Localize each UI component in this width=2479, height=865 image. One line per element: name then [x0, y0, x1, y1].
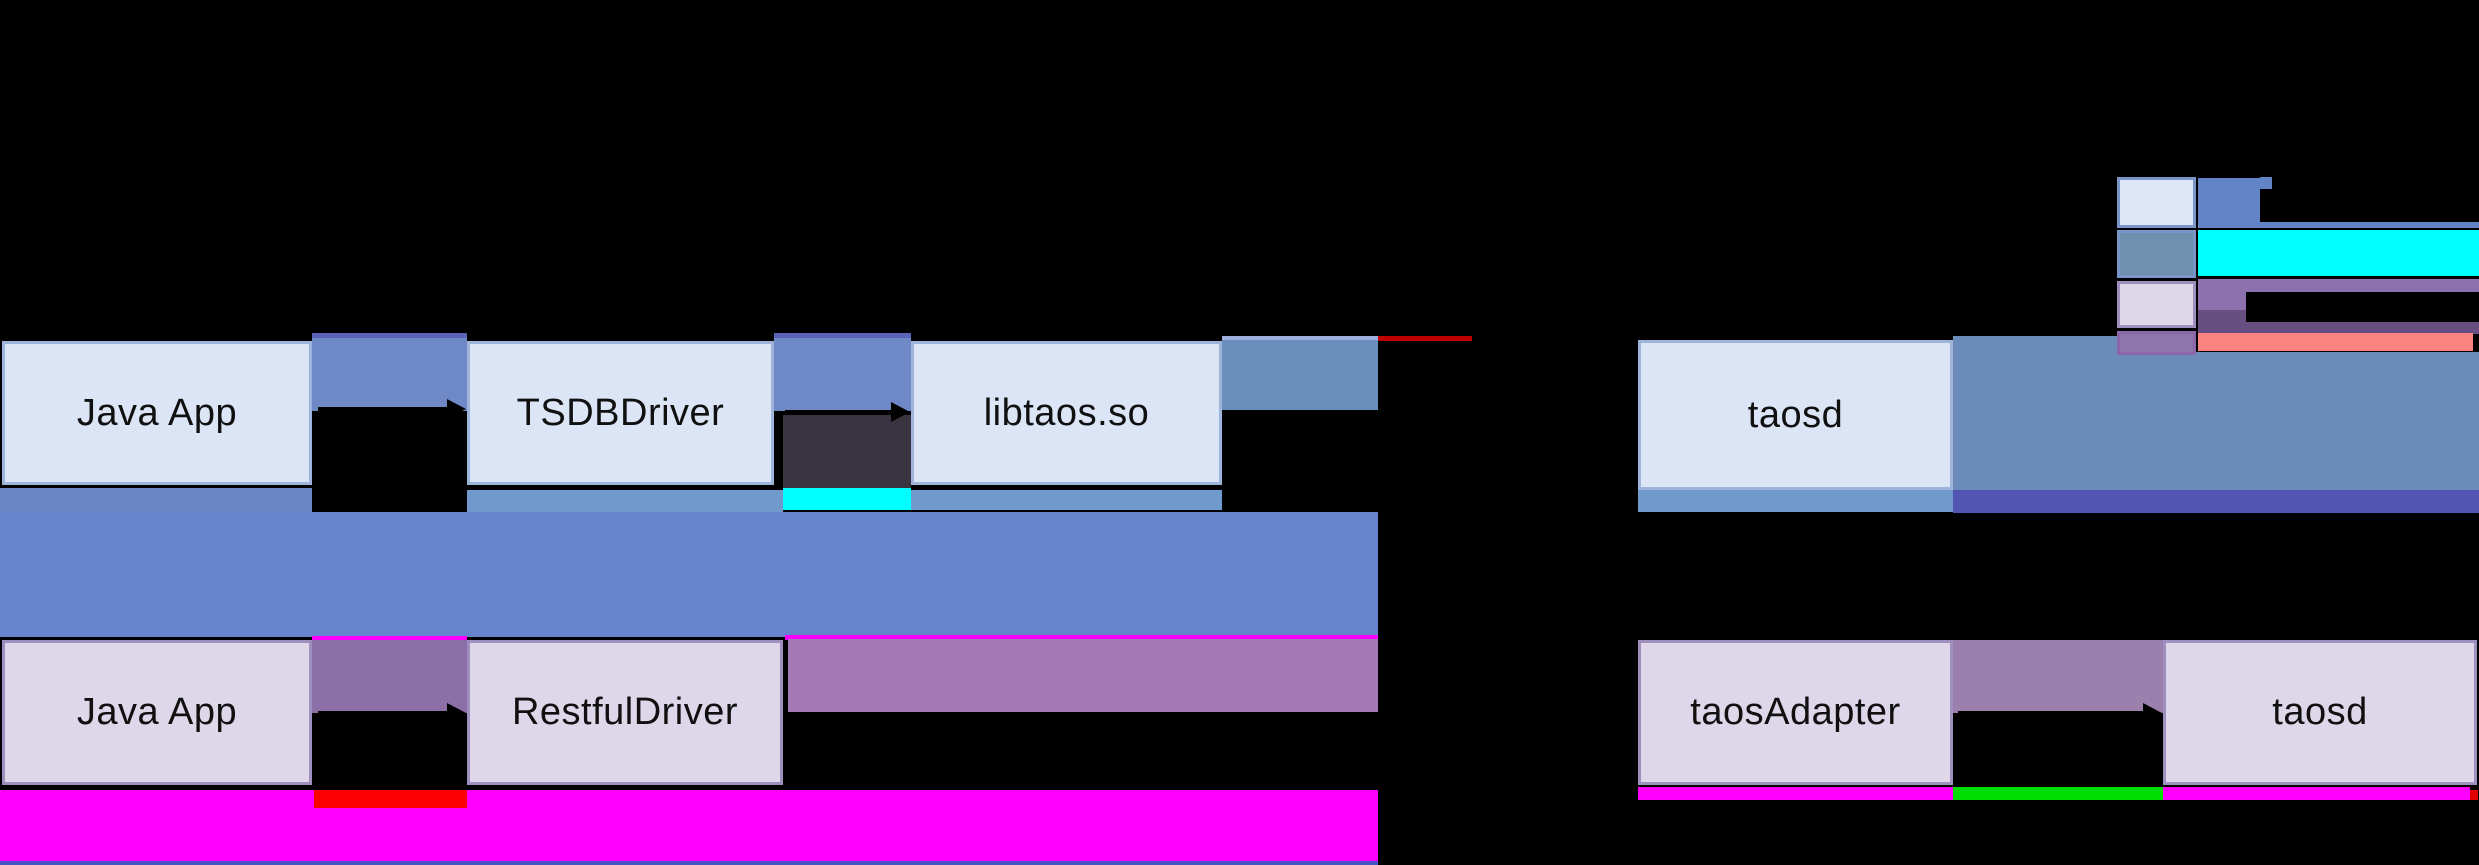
legend-row1-underline — [2198, 222, 2479, 228]
box-java-app-jni: Java App — [2, 341, 312, 485]
magenta-band — [0, 790, 1378, 862]
strip-under-javaapp1 — [0, 488, 312, 512]
legend-row1-highlight-nub — [2260, 177, 2272, 189]
purple-band-row2 — [788, 639, 1378, 712]
box-restfuldriver-label: RestfulDriver — [511, 691, 739, 733]
purple-gap-row2-right — [1953, 640, 2163, 713]
red-strip — [314, 790, 467, 808]
box-taosd-rest-label: taosd — [2272, 691, 2368, 733]
box-tsdbdriver-label: TSDBDriver — [516, 391, 725, 434]
box-libtaos-so-label: libtaos.so — [983, 391, 1150, 434]
bottom-blue-line — [0, 861, 1378, 865]
green-strip — [1953, 787, 2163, 800]
strip-under-libtaos — [911, 490, 1222, 510]
arrow-javaapp1-to-tsdbdriver-head-icon — [447, 399, 466, 419]
arrow-taosadapter-to-taosd2 — [1958, 711, 2145, 715]
arrow-javaapp2-to-restfuldriver — [318, 711, 449, 715]
box-restfuldriver: RestfulDriver — [467, 640, 783, 785]
legend-row4-highlight-salmon — [2198, 333, 2473, 351]
legend-swatch-steel-band — [2117, 230, 2196, 278]
gap1-top-line — [312, 333, 467, 339]
strip-under-tsdb — [467, 490, 783, 512]
band-a-top-line — [1222, 336, 1378, 340]
box-taosd-rest: taosd — [2163, 640, 2477, 785]
gap2-top-line — [774, 333, 911, 339]
box-java-app-rest-label: Java App — [76, 691, 238, 733]
arrow-restfuldriver-to-taosadapter — [788, 714, 1620, 718]
box-java-app-jni-label: Java App — [76, 391, 238, 434]
purple-gap-row2-left — [312, 640, 467, 713]
band-b-steel-left — [1953, 336, 2118, 490]
legend-swatch-purple-band — [2117, 331, 2196, 355]
arrow-libtaos-to-taosd1-head-icon — [1618, 405, 1637, 425]
legend-swatch-rest-box — [2117, 281, 2196, 328]
magenta-line-gap1 — [312, 636, 467, 640]
magenta-strip-adapter — [1638, 787, 1953, 800]
arrow-libtaos-to-taosd1 — [1380, 413, 1620, 417]
strip-cyan — [783, 488, 911, 510]
box-taosadapter-label: taosAdapter — [1690, 691, 1901, 733]
arrow-taosadapter-to-taosd2-head-icon — [2143, 703, 2162, 723]
box-taosadapter: taosAdapter — [1638, 640, 1953, 785]
legend-row2-highlight-cyan — [2198, 230, 2479, 276]
arrow-javaapp1-to-tsdbdriver — [318, 407, 449, 411]
arrow-tsdbdriver-to-libtaos — [785, 410, 893, 414]
box-tsdbdriver: TSDBDriver — [467, 341, 774, 485]
magenta-strip-taosd2 — [2163, 787, 2470, 800]
red-line-top — [1378, 336, 1472, 341]
band-a-steel — [1222, 340, 1378, 410]
gap2-blue — [774, 338, 911, 411]
legend-swatch-app-box — [2117, 177, 2196, 228]
box-taosd-jni-label: taosd — [1747, 393, 1844, 436]
strip-purple-blue — [1953, 490, 2479, 513]
big-blue-band — [0, 512, 1378, 637]
red-sliver-taosd2 — [2470, 790, 2478, 800]
arrow-tsdbdriver-to-libtaos-head-icon — [891, 402, 910, 422]
arrow-restfuldriver-to-taosadapter-head-icon — [1618, 706, 1637, 726]
magenta-line-band — [785, 635, 1378, 640]
strip-under-taosd1 — [1638, 488, 1953, 512]
gap2-dark-shade — [783, 415, 911, 490]
arrow-javaapp2-to-restfuldriver-head-icon — [447, 703, 466, 723]
legend-row3-bottom-strip — [2198, 322, 2479, 334]
legend-row3-top-strip — [2198, 279, 2479, 292]
box-java-app-rest: Java App — [2, 640, 312, 785]
legend-row3-left-block-light — [2198, 279, 2246, 310]
box-taosd-jni: taosd — [1638, 340, 1953, 490]
box-libtaos-so: libtaos.so — [911, 341, 1222, 485]
band-b-steel-right — [2118, 352, 2479, 490]
gap1-blue — [312, 338, 467, 411]
legend-row1-highlight-block — [2198, 178, 2260, 228]
